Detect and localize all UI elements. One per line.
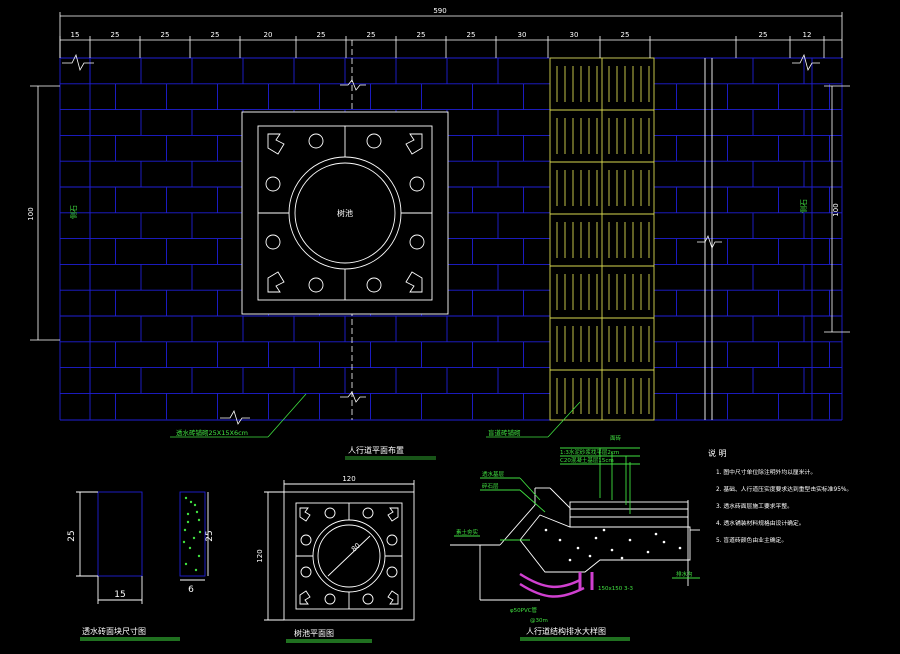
- gravel-dot: [576, 546, 580, 550]
- section-note: 150x150 3-3: [598, 586, 633, 592]
- tree-pit-plan: [241, 111, 449, 315]
- side-dimensions: [30, 85, 850, 341]
- gravel-dot: [558, 538, 562, 542]
- notes-list: 1. 图中尺寸单位除注明外均以厘米计。 2. 基础、人行道压实度要求达到重型击实标…: [716, 468, 852, 544]
- gravel-dot: [646, 550, 650, 554]
- aggregate-dot: [192, 536, 196, 540]
- right-height-dim: 100: [832, 203, 840, 216]
- gravel-dot: [544, 528, 548, 532]
- tactile-paving: [549, 57, 655, 421]
- section-aggregate: [544, 528, 682, 562]
- gravel-dot: [620, 556, 624, 560]
- aggregate-dot: [195, 510, 199, 514]
- segment-dim: 25: [417, 31, 426, 39]
- brick-detail: [76, 491, 209, 641]
- note-item: 1. 图中尺寸单位除注明外均以厘米计。: [716, 468, 816, 476]
- gravel-dot: [602, 528, 606, 532]
- segment-dim: 25: [367, 31, 376, 39]
- pit-diameter-dim: 80: [350, 542, 362, 554]
- segment-dim: 25: [111, 31, 120, 39]
- gravel-dot: [654, 532, 658, 536]
- aggregate-dot: [183, 528, 187, 532]
- gravel-dot: [594, 536, 598, 540]
- aggregate-dot: [184, 496, 188, 500]
- aggregate-dot: [197, 554, 201, 558]
- note-item: 4. 透水铺装材料规格由设计确定。: [716, 519, 805, 527]
- gravel-dot: [678, 546, 682, 550]
- section-note: 碎石层: [482, 482, 499, 490]
- segment-dim: 25: [211, 31, 220, 39]
- paving-plan: [59, 57, 843, 421]
- segment-dim: 30: [570, 31, 579, 39]
- segment-dim: 25: [317, 31, 326, 39]
- aggregate-dot: [186, 512, 190, 516]
- brick-width-dim: 15: [114, 590, 125, 600]
- aggregate-dot: [188, 546, 192, 550]
- plan-title: 人行道平面布置: [348, 445, 404, 455]
- aggregate-dot: [184, 562, 188, 566]
- left-height-dim: 100: [27, 207, 35, 220]
- aggregate-dot: [182, 540, 186, 544]
- pit-height-dim: 120: [256, 549, 264, 562]
- segment-dim: 25: [161, 31, 170, 39]
- tree-pit-detail: [264, 480, 415, 643]
- pool-label: 树池: [337, 208, 353, 218]
- brick-detail-title: 透水砖面块尺寸图: [82, 626, 146, 636]
- note-item: 2. 基础、人行道压实度要求达到重型击实标准95%。: [716, 485, 852, 493]
- brick-note: 透水砖铺砌25X15X6cm: [176, 428, 248, 437]
- top-dimension: [59, 12, 843, 58]
- segment-dim: 25: [759, 31, 768, 39]
- section-title: 人行道结构排水大样图: [526, 626, 606, 636]
- section-note: @30m: [530, 618, 548, 624]
- gravel-dot: [662, 540, 666, 544]
- segment-dim: 25: [621, 31, 630, 39]
- top-segment-dims: 15 25 25 25 20 25 25 25 25 30 30 25 25 12: [59, 31, 825, 58]
- gravel-dot: [610, 548, 614, 552]
- segment-dim: 20: [264, 31, 273, 39]
- aggregate-dot: [194, 568, 198, 572]
- right-side-label: 侧石: [799, 199, 808, 213]
- note-item: 3. 透水砖面层施工要求平整。: [716, 502, 793, 510]
- section-note: 排水沟: [676, 570, 693, 578]
- section-note: C20混凝土基层15cm: [560, 456, 614, 464]
- aggregate-dot: [193, 503, 197, 507]
- segment-dim: 15: [71, 31, 80, 39]
- pavement-section: [450, 447, 700, 641]
- section-note: 1:3水泥砂浆找平层2cm: [560, 448, 619, 456]
- gravel-dot: [588, 554, 592, 558]
- brick-side-width-dim: 6: [188, 585, 194, 595]
- note-item: 5. 盲道砖颜色由业主确定。: [716, 536, 787, 544]
- plan-leaders: [170, 393, 581, 460]
- section-note: 面砖: [610, 434, 622, 442]
- top-total-dim: 590: [433, 7, 446, 15]
- gravel-dot: [568, 558, 572, 562]
- tactile-note: 盲道砖铺砌: [488, 428, 521, 437]
- pit-width-dim: 120: [342, 475, 355, 483]
- aggregate-dot: [198, 530, 202, 534]
- segment-dim: 25: [467, 31, 476, 39]
- section-note: φ50PVC管: [510, 606, 538, 614]
- brick-side-height-dim: 25: [205, 530, 215, 541]
- notes-heading: 说 明: [708, 448, 727, 458]
- aggregate-dot: [189, 500, 193, 504]
- gravel-dot: [628, 538, 632, 542]
- left-side-label: 侧石: [69, 205, 78, 219]
- aggregate-dot: [186, 520, 190, 524]
- section-note: 素土夯实: [456, 528, 479, 536]
- section-note: 透水基层: [482, 470, 505, 478]
- segment-dim: 30: [518, 31, 527, 39]
- pit-detail-title: 树池平面图: [294, 628, 334, 638]
- brick-height-dim: 25: [67, 530, 77, 541]
- aggregate-dot: [197, 518, 201, 522]
- brick-aggregate-speckle: [182, 496, 202, 572]
- segment-dim: 12: [803, 31, 812, 39]
